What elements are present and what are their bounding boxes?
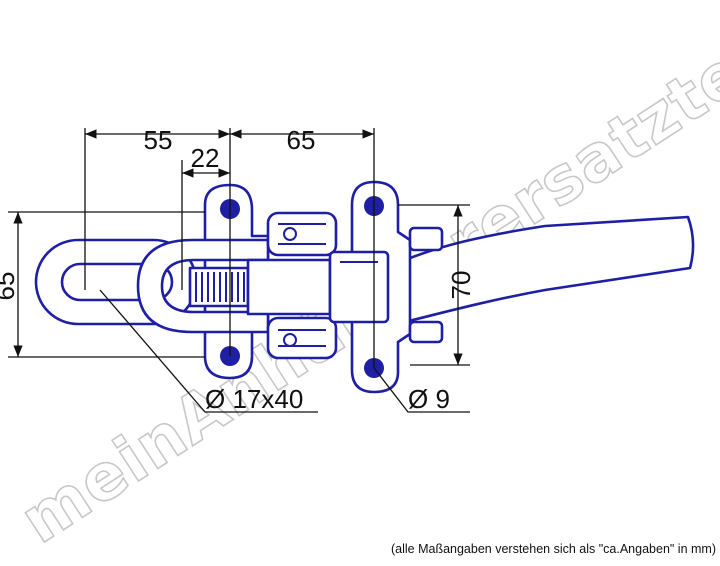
leader-hole [373,367,470,413]
dim-label-55: 55 [144,125,173,155]
leader-eye [99,289,318,413]
dim-label-65-left: 65 [0,272,20,301]
upper-link [266,211,338,257]
dim-label-65-top: 65 [287,125,316,155]
dim-label-bolt-hole: Ø 9 [408,384,450,414]
shackle [136,238,270,334]
lower-link [266,316,338,360]
dim-label-70: 70 [446,271,476,300]
dim-label-eye-hole: Ø 17x40 [205,384,303,414]
pivot-pin-upper [283,227,297,241]
bolt-thread [195,272,245,302]
pivot-pin-lower [283,333,297,347]
clamp-part [34,180,695,394]
dimension-note: (alle Maßangaben verstehen sich als "ca.… [390,542,716,556]
upper-tab [408,226,444,252]
dimensions [8,128,470,413]
center-block [246,258,332,316]
lower-tab [408,320,444,344]
dim-label-22: 22 [191,143,220,173]
dimension-labels: 55 65 22 65 70 Ø 17x40 Ø 9 [0,125,476,414]
details [195,223,378,347]
